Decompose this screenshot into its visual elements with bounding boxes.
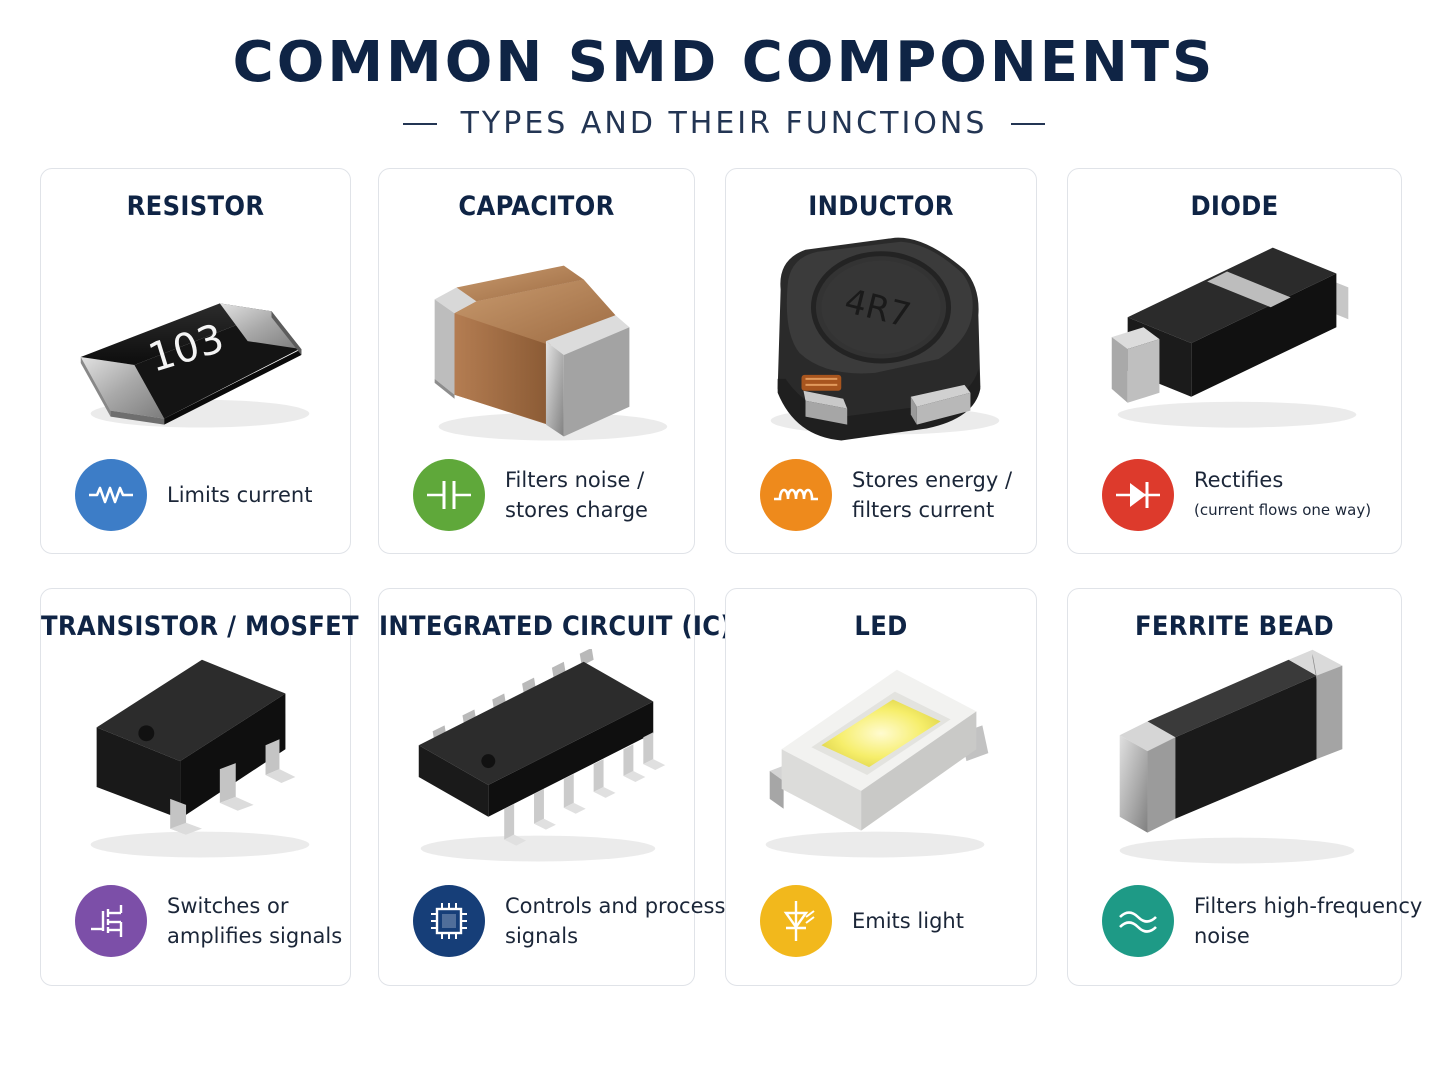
card-title-resistor: RESISTOR xyxy=(126,191,265,222)
card-led: LED Emits light xyxy=(725,588,1037,986)
resistor-symbol-icon xyxy=(75,459,147,531)
ic-illustration xyxy=(379,649,694,909)
card-title-ferrite-bead: FERRITE BEAD xyxy=(1135,611,1334,642)
diode-illustration xyxy=(1068,229,1401,489)
function-text-ic-1: Controls and processes xyxy=(505,894,750,918)
card-title-diode: DIODE xyxy=(1190,191,1279,222)
function-row-led: Emits light xyxy=(760,885,1026,957)
page-title: COMMON SMD COMPONENTS xyxy=(232,30,1216,95)
function-row-diode: Rectifies (current flows one way) xyxy=(1102,459,1391,531)
inductor-coil-icon xyxy=(760,459,832,531)
card-title-integrated-circuit: INTEGRATED CIRCUIT (IC) xyxy=(379,611,732,642)
card-capacitor: CAPACITOR xyxy=(378,168,695,554)
card-resistor: RESISTOR 103 xyxy=(40,168,351,554)
card-diode: DIODE Rectifies (current flows one way) xyxy=(1067,168,1402,554)
chip-icon xyxy=(413,885,485,957)
function-text-capacitor-2: stores charge xyxy=(505,498,648,522)
capacitor-illustration xyxy=(379,229,694,489)
function-row-ferrite-bead: Filters high-frequency noise xyxy=(1102,885,1422,957)
function-text-inductor-1: Stores energy / xyxy=(852,468,1013,492)
card-title-capacitor: CAPACITOR xyxy=(458,191,615,222)
diode-symbol-icon xyxy=(1102,459,1174,531)
function-text-ic-2: signals xyxy=(505,924,579,948)
function-text-transistor-2: amplifies signals xyxy=(167,924,343,948)
function-row-resistor: Limits current xyxy=(75,459,340,531)
inductor-illustration: 4R7 xyxy=(726,229,1036,489)
subtitle-row: TYPES AND THEIR FUNCTIONS xyxy=(0,106,1448,141)
card-inductor: INDUCTOR 4R7 xyxy=(725,168,1037,554)
function-text-capacitor-1: Filters noise / xyxy=(505,468,645,492)
wave-icon xyxy=(1102,885,1174,957)
card-title-led: LED xyxy=(854,611,908,642)
page-subtitle: TYPES AND THEIR FUNCTIONS xyxy=(460,106,988,141)
function-text-ferrite-1: Filters high-frequency xyxy=(1194,894,1423,918)
function-text-ferrite-2: noise xyxy=(1194,924,1250,948)
function-row-capacitor: Filters noise / stores charge xyxy=(413,459,684,531)
led-symbol-icon xyxy=(760,885,832,957)
card-title-transistor: TRANSISTOR / MOSFET xyxy=(41,611,359,642)
function-text-diode-2: (current flows one way) xyxy=(1194,501,1372,519)
card-transistor: TRANSISTOR / MOSFET xyxy=(40,588,359,986)
subtitle-right-dash xyxy=(1011,122,1046,125)
resistor-illustration: 103 xyxy=(41,229,350,489)
function-text-resistor: Limits current xyxy=(167,483,313,507)
function-text-inductor-2: filters current xyxy=(852,498,995,522)
function-text-diode-1: Rectifies xyxy=(1194,468,1284,492)
transistor-illustration xyxy=(41,649,350,909)
capacitor-symbol-icon xyxy=(413,459,485,531)
function-text-led: Emits light xyxy=(852,909,964,933)
card-ferrite-bead: FERRITE BEAD Filter xyxy=(1067,588,1422,986)
subtitle-left-dash xyxy=(402,122,437,125)
function-text-transistor-1: Switches or xyxy=(167,894,289,918)
led-illustration xyxy=(726,649,1036,909)
ferrite-bead-illustration xyxy=(1068,649,1401,909)
function-row-transistor: Switches or amplifies signals xyxy=(75,885,343,957)
card-integrated-circuit: INTEGRATED CIRCUIT (IC) xyxy=(378,588,749,986)
function-row-integrated-circuit: Controls and processes signals xyxy=(413,885,749,957)
function-row-inductor: Stores energy / filters current xyxy=(760,459,1026,531)
mosfet-symbol-icon xyxy=(75,885,147,957)
card-title-inductor: INDUCTOR xyxy=(808,191,954,222)
